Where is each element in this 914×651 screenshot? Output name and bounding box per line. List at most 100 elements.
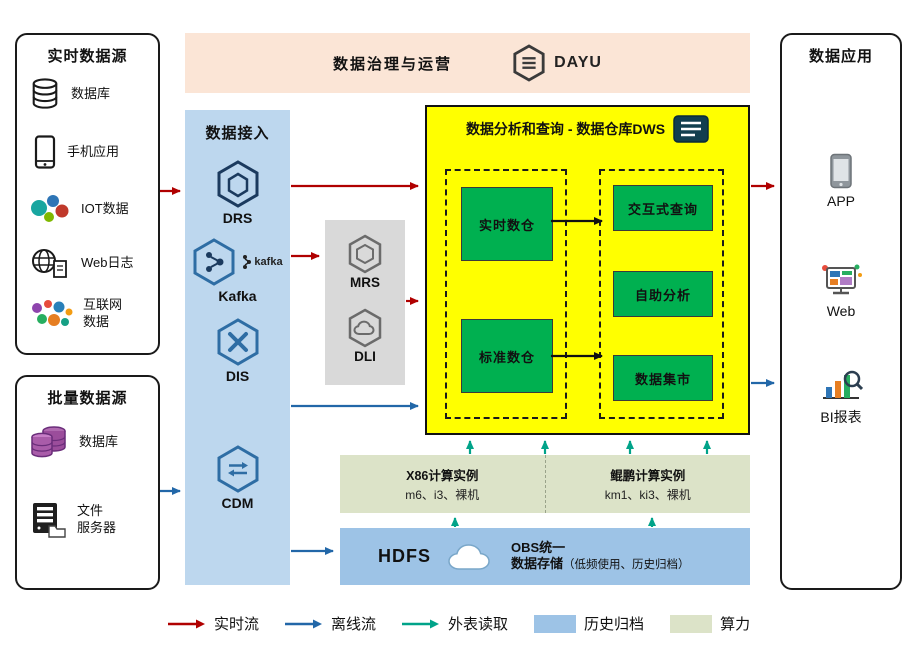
batch-sources-panel: 批量数据源 数据库 <box>15 375 160 590</box>
app-item-label: APP <box>826 193 855 209</box>
obs-storage-text: OBS统一 数据存储 （低频使用、历史归档） <box>511 540 690 573</box>
ingestion-item-kafka: kafka Kafka <box>185 238 290 304</box>
legend: 实时流 离线流 外表读取 历史归档 算力 <box>168 613 750 634</box>
cdm-icon <box>216 445 260 493</box>
app-item-bi-report: BI报表 <box>782 367 900 427</box>
app-item-app: APP <box>782 153 900 209</box>
compute-kunpeng-spec: km1、ki3、裸机 <box>604 488 691 502</box>
hdfs-label: HDFS <box>378 546 431 566</box>
obs-line2: 数据存储 <box>511 556 564 572</box>
dws-title: 数据分析和查询 - 数据仓库DWS <box>465 121 666 137</box>
ingestion-column: 数据接入 DRS <box>185 110 290 585</box>
drs-icon <box>216 160 260 208</box>
obs-line1: OBS统一 <box>511 540 566 556</box>
legend-label: 外表读取 <box>448 616 509 633</box>
file-server-icon <box>29 502 67 538</box>
dws-service-group: 交互式查询 自助分析 数据集市 <box>599 169 724 419</box>
database-icon <box>29 77 61 111</box>
dli-icon <box>347 308 383 348</box>
mrs-icon <box>347 234 383 274</box>
app-phone-icon <box>828 153 854 189</box>
kafka-logo-text: kafka <box>254 256 283 268</box>
dayu-brand-text: DAYU <box>554 54 602 71</box>
source-item-label: Web日志 <box>81 254 134 270</box>
realtime-flow-arrow-icon <box>168 619 205 628</box>
realtime-sources-panel: 实时数据源 数据库 手机应用 <box>15 33 160 355</box>
source-item-file-server: 文件 服务器 <box>29 502 116 538</box>
ingestion-item-label: DRS <box>222 210 253 226</box>
governance-title: 数据治理与运营 <box>333 55 453 73</box>
ingestion-item-dis: DIS <box>185 318 290 384</box>
ingestion-item-label: DIS <box>225 368 250 384</box>
source-item-label: 文件 服务器 <box>77 503 117 535</box>
dws-self-service-analysis: 自助分析 <box>613 271 713 317</box>
dayu-brand: DAYU <box>512 44 602 82</box>
ingestion-item-label: Kafka <box>218 288 257 304</box>
applications-title: 数据应用 <box>808 48 873 65</box>
compute-x86-spec: m6、i3、裸机 <box>405 488 480 502</box>
iot-icon <box>29 193 71 225</box>
dws-warehouse-group: 实时数仓 标准数仓 <box>445 169 567 419</box>
legend-item-realtime-flow: 实时流 <box>168 613 259 634</box>
source-item-batch-database: 数据库 <box>29 425 118 459</box>
compute-kunpeng-title: 鲲鹏计算实例 <box>610 469 686 483</box>
legend-label: 历史归档 <box>584 616 645 633</box>
compute-box: X86计算实例 m6、i3、裸机 鲲鹏计算实例 km1、ki3、裸机 <box>340 455 750 513</box>
dws-realtime-warehouse: 实时数仓 <box>461 187 553 261</box>
dws-box: 数据分析和查询 - 数据仓库DWS 实时数仓 标准数仓 交互式查询 自助分析 数… <box>425 105 750 435</box>
applications-panel: 数据应用 APP <box>780 33 902 590</box>
source-item-label: 互联网 数据 <box>83 297 123 329</box>
app-item-label: Web <box>826 303 856 319</box>
globe-document-icon <box>29 247 71 279</box>
source-item-iot: IOT数据 <box>29 193 129 225</box>
internet-bubbles-icon <box>29 298 73 330</box>
legend-label: 实时流 <box>214 616 260 633</box>
legend-label: 离线流 <box>331 616 377 633</box>
dis-icon <box>216 318 260 366</box>
dws-document-icon <box>673 115 709 143</box>
source-item-label: IOT数据 <box>81 200 129 216</box>
compute-x86-title: X86计算实例 <box>406 469 479 483</box>
legend-label: 算力 <box>720 616 751 633</box>
app-item-web: Web <box>782 263 900 319</box>
source-item-internet-data: 互联网 数据 <box>29 297 122 331</box>
app-item-label: BI报表 <box>820 409 862 425</box>
obs-cloud-icon <box>445 541 497 573</box>
staging-item-label: MRS <box>350 275 380 290</box>
staging-box: MRS DLI <box>325 220 405 385</box>
ingestion-item-label: CDM <box>221 495 254 511</box>
external-read-arrow-icon <box>402 619 440 628</box>
ingestion-title: 数据接入 <box>205 125 270 142</box>
source-item-label: 数据库 <box>79 433 119 449</box>
staging-item-label: DLI <box>354 349 376 364</box>
source-item-label: 手机应用 <box>67 143 120 159</box>
source-item-database: 数据库 <box>29 77 110 111</box>
dws-data-mart: 数据集市 <box>613 355 713 401</box>
governance-banner: 数据治理与运营 DAYU <box>185 33 750 93</box>
kafka-icon <box>192 238 236 286</box>
legend-item-external-read: 外表读取 <box>402 613 508 634</box>
history-archive-swatch <box>534 614 577 633</box>
realtime-sources-title: 实时数据源 <box>47 48 128 65</box>
kafka-logo: kafka <box>239 254 283 270</box>
legend-item-history-archive: 历史归档 <box>534 613 644 634</box>
source-item-label: 数据库 <box>71 85 111 101</box>
bi-chart-icon <box>819 367 863 403</box>
staging-item-mrs: MRS <box>325 234 405 290</box>
batch-sources-title: 批量数据源 <box>47 390 128 407</box>
staging-item-dli: DLI <box>325 308 405 364</box>
compute-kunpeng: 鲲鹏计算实例 km1、ki3、裸机 <box>544 455 751 513</box>
dws-interactive-query: 交互式查询 <box>613 185 713 231</box>
compute-power-swatch <box>670 614 713 633</box>
dws-standard-warehouse: 标准数仓 <box>461 319 553 393</box>
database-purple-icon <box>29 425 69 459</box>
phone-icon <box>33 135 57 169</box>
legend-item-compute-power: 算力 <box>670 613 750 634</box>
source-item-mobile-app: 手机应用 <box>33 135 119 169</box>
ingestion-item-drs: DRS <box>185 160 290 226</box>
obs-note: （低频使用、历史归档） <box>563 559 690 572</box>
offline-flow-arrow-icon <box>285 619 323 628</box>
source-item-weblog: Web日志 <box>29 247 134 279</box>
ingestion-item-cdm: CDM <box>185 445 290 511</box>
